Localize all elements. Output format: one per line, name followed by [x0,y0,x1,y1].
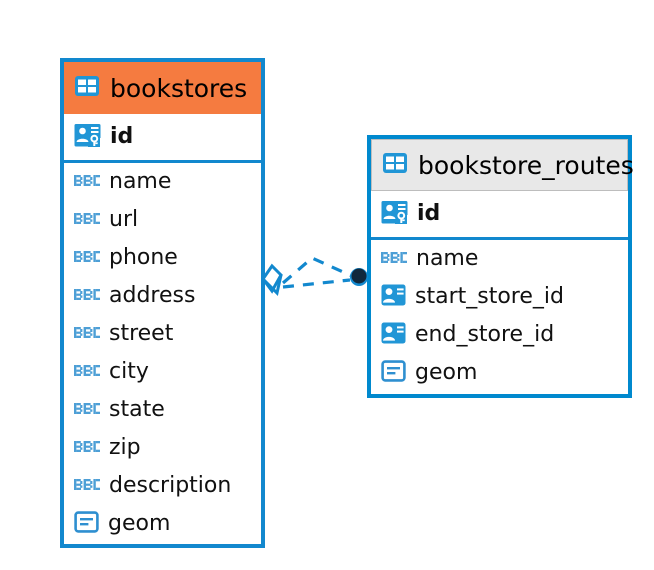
primary-key-icon [74,123,101,152]
abc-text-icon [74,211,100,230]
abc-text-icon [74,249,100,268]
column-name-street: street [109,321,174,346]
column-row-city[interactable]: city [64,353,261,391]
column-name-name: name [109,169,172,194]
column-name-id: id [110,124,134,149]
abc-text-icon [74,439,100,458]
table-title-bookstore-routes: bookstore_routes [418,150,634,180]
column-row-phone[interactable]: phone [64,239,261,277]
column-row-name[interactable]: name [371,240,628,278]
column-name-name: name [416,246,479,271]
column-name-state: state [109,397,165,422]
column-name-city: city [109,359,149,384]
column-row-geom[interactable]: geom [371,354,628,392]
relationship-line-upper [281,256,353,285]
column-row-url[interactable]: url [64,201,261,239]
abc-text-icon [74,477,100,496]
table-header-bookstore-routes[interactable]: bookstore_routes [371,139,634,191]
column-row-state[interactable]: state [64,391,261,429]
abc-text-icon [74,363,100,382]
column-name-geom: geom [415,360,478,385]
geometry-icon [74,511,99,537]
column-name-zip: zip [109,435,141,460]
table-grid-icon [74,75,100,101]
column-name-address: address [109,283,196,308]
column-row-address[interactable]: address [64,277,261,315]
abc-text-icon [74,401,100,420]
primary-key-icon [381,200,408,229]
column-row-start_store_id[interactable]: start_store_id [371,278,628,316]
table-header-bookstores[interactable]: bookstores [64,62,261,114]
pk-separator [64,160,261,163]
column-row-pk-bookstores[interactable]: id [64,114,261,160]
column-row-pk-bookstore-routes[interactable]: id [371,191,628,237]
column-name-end_store_id: end_store_id [415,322,555,347]
column-list-bookstores: name url phone address street city state zip des… [64,163,261,543]
column-row-name[interactable]: name [64,163,261,201]
column-name-geom: geom [108,511,171,536]
abc-text-icon [74,325,100,344]
column-row-end_store_id[interactable]: end_store_id [371,316,628,354]
column-name-description: description [109,473,232,498]
abc-text-icon [74,173,100,192]
column-row-description[interactable]: description [64,467,261,505]
filled-circle-marker [350,268,368,286]
foreign-key-icon [381,284,406,310]
diamond-marker [261,263,283,296]
table-title-bookstores: bookstores [110,73,248,103]
table-grid-icon [382,152,408,178]
foreign-key-icon [381,322,406,348]
column-name-url: url [109,207,139,232]
abc-text-icon [74,287,100,306]
column-name-id: id [417,201,441,226]
geometry-icon [381,360,406,386]
column-name-phone: phone [109,245,178,270]
relationship-line-lower [282,278,351,289]
abc-text-icon [381,250,407,269]
pk-separator [371,237,628,240]
column-row-geom[interactable]: geom [64,505,261,543]
column-row-street[interactable]: street [64,315,261,353]
column-name-start_store_id: start_store_id [415,284,564,309]
column-row-zip[interactable]: zip [64,429,261,467]
